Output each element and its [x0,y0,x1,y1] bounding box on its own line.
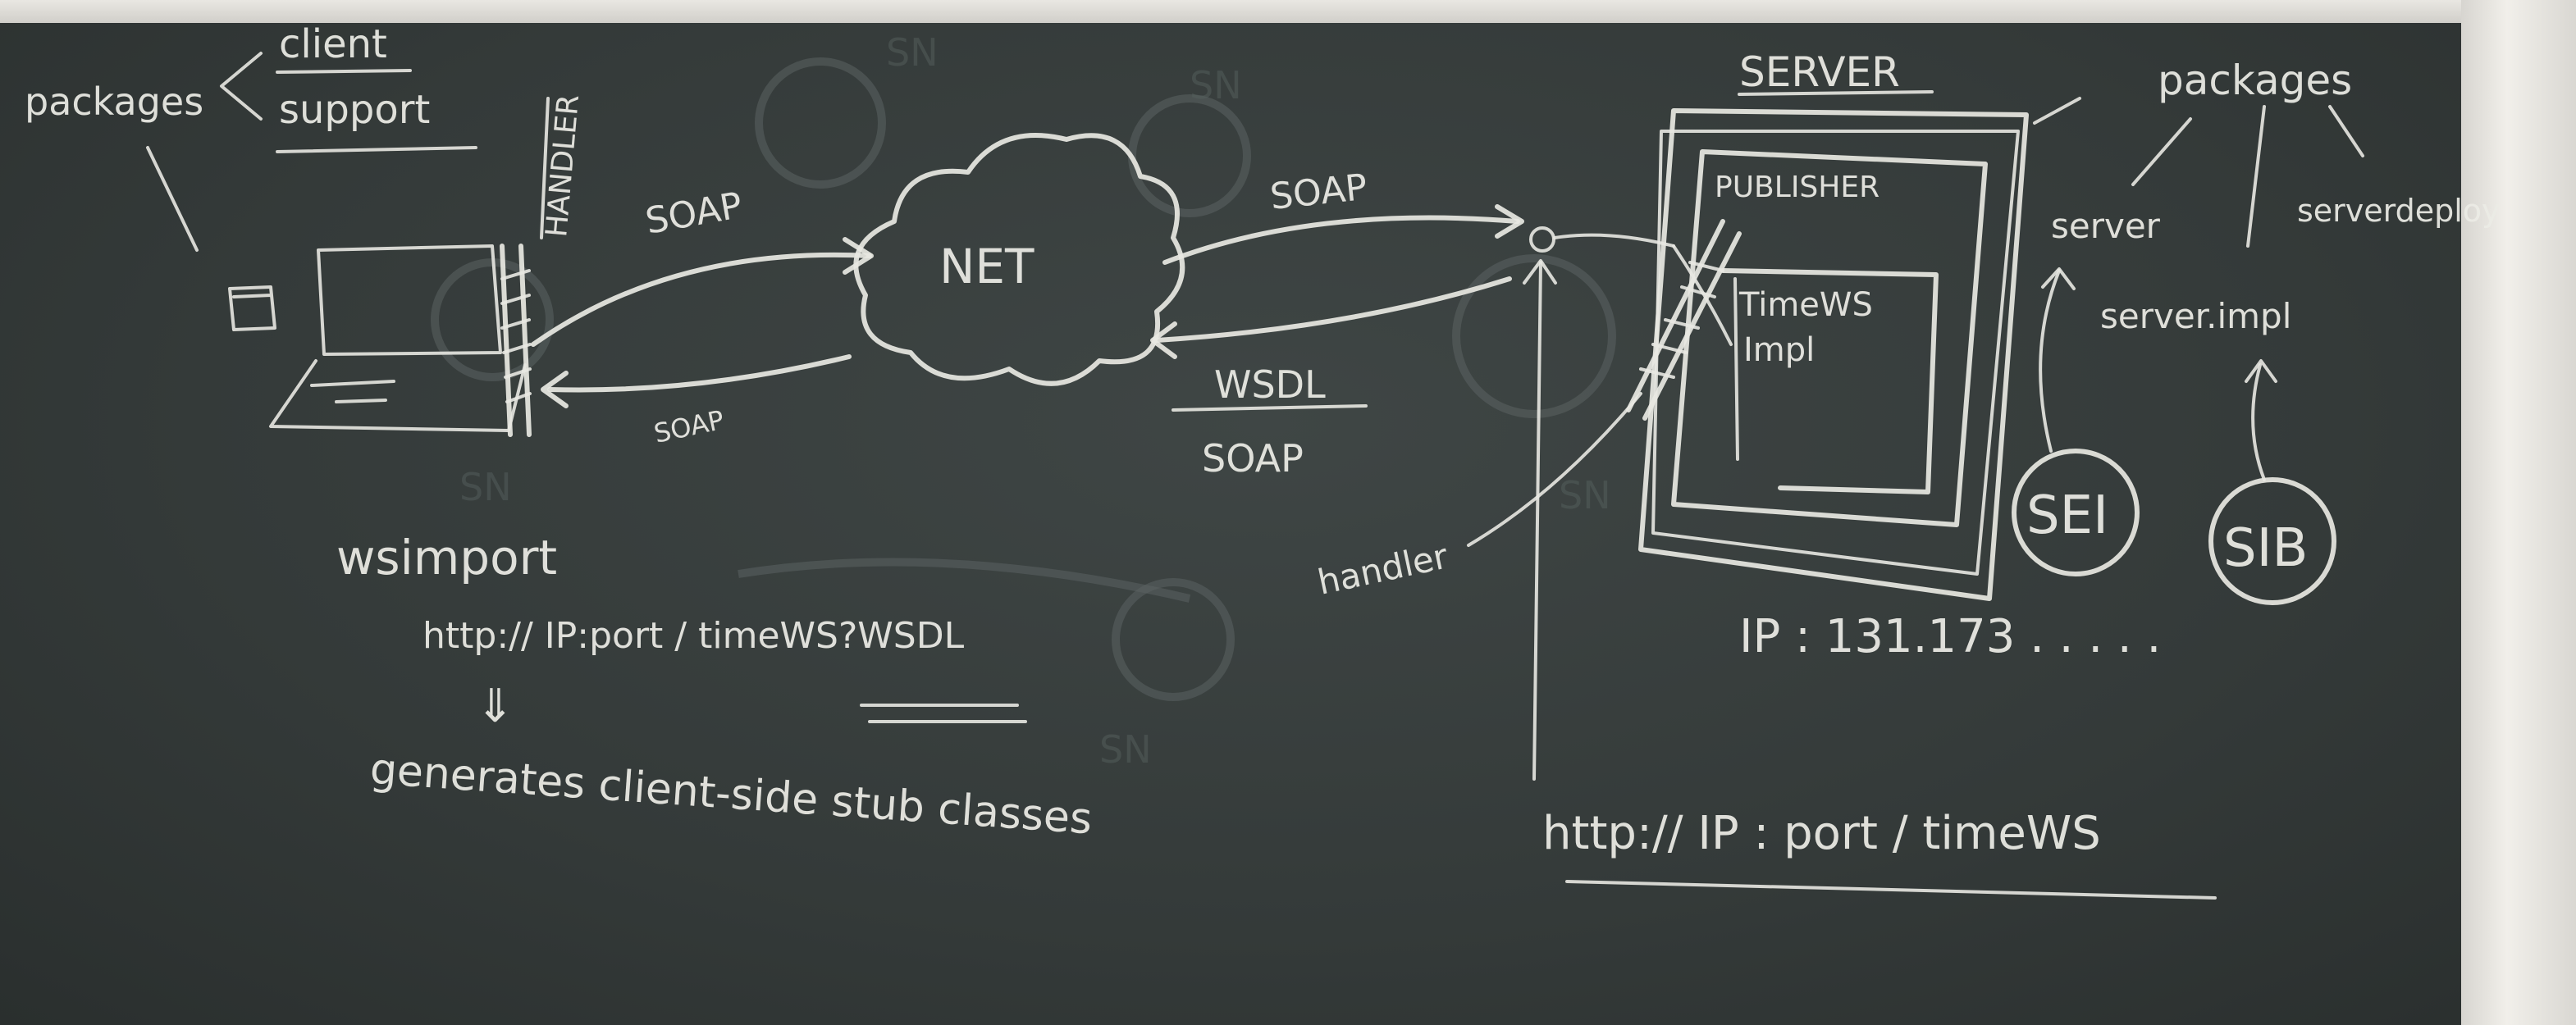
server: SERVER PUBLISHER TimeWS Impl [1626,48,2081,601]
wsimport-label: wsimport [336,530,557,585]
handler-pointer [1467,392,1642,547]
soap-response-arrow [547,354,852,393]
server-url: http:// IP : port / timeWS [1542,807,2101,860]
client-package-support: support [279,87,430,133]
sib-arrow [2251,363,2266,481]
server-handler-link [1672,244,1733,346]
impl-label-line2: Impl [1743,331,1815,369]
server-title-underline [1738,90,1934,96]
soap-bottom-right: SOAP [1202,436,1304,481]
wsdl-label: WSDL [1214,362,1326,407]
sei-arrowhead [2041,267,2076,290]
board-frame-right [2461,0,2576,1025]
soap-top-right: SOAP [1268,166,1369,218]
server-title: SERVER [1739,48,1900,96]
ghost-text-5: SN [1559,473,1611,517]
server-packages-pointer [2033,97,2081,125]
client-packages: packages client support [25,21,477,252]
laptop-screen [317,244,502,356]
endpoint-node [1529,226,1555,253]
wsdl-return-arrow [1154,276,1512,343]
down-arrow: ⇓ [476,680,514,733]
sei-arrow [2039,269,2061,453]
impl-label-line1: TimeWS [1738,286,1873,324]
soap-top-left: SOAP [642,184,745,243]
client-handler: HANDLER [500,93,586,437]
wsdl-fraction-line [1172,404,1368,412]
server-packages-label: packages [2158,57,2352,104]
sei-sib: SEI SIB [2012,267,2336,605]
url-vertical-arrow [1532,261,1542,781]
wsimport-group: wsimport http:// IP:port / timeWS?WSDL ⇓… [336,530,1094,844]
soap-response-arrowhead [541,371,569,408]
document-icon [228,285,276,331]
support-underline [276,146,477,153]
client-underline [276,69,412,74]
publisher-label: PUBLISHER [1715,171,1879,204]
wsdl-underline [860,704,1027,723]
net-server-arrows: SOAP WSDL SOAP [1150,166,1675,481]
handler-line [540,97,550,239]
wsimport-url: http:// IP:port / timeWS?WSDL [422,615,965,657]
generates-text: generates client-side stub classes [368,745,1094,844]
sib-arrowhead [2245,359,2277,383]
board-frame-top [0,0,2576,25]
wsdl-return-arrowhead [1150,321,1177,359]
sei-circle [2012,449,2140,576]
handler-label: handler [1314,535,1452,602]
soap-request-arrow [531,252,872,347]
handler-hatching [500,269,532,403]
soap-to-server-arrow [1162,215,1520,265]
laptop-client [228,244,527,432]
sib-label: SIB [2223,518,2308,579]
laptop-base [269,359,527,432]
sib-circle [2208,477,2336,605]
sei-label: SEI [2026,485,2108,546]
server-package-serverdeploy: serverdeploy [2297,193,2501,229]
ghost-text-4: SN [1099,727,1152,772]
server-handler-hatching [1639,261,1724,379]
chalkboard [0,23,2531,1025]
impl-box-left [1733,277,1739,461]
laptop-keys [310,380,395,403]
soap-to-server-arrowhead [1495,204,1524,239]
server-packages-branches [2131,105,2364,248]
net-label: NET [939,239,1035,294]
server-ip: IP : 131.173 . . . . . [1739,610,2161,663]
server-package-impl: server.impl [2100,296,2291,336]
soap-bottom-left: SOAP [651,404,727,449]
client-packages-brace [220,52,263,121]
client-packages-pointer [146,146,199,252]
publisher-box [1671,149,1988,527]
client-packages-label: packages [25,80,203,124]
server-package-server: server [2051,206,2161,246]
cloud-outline [853,133,1185,386]
server-packages: packages server serverdeploy server.impl [2051,57,2501,336]
ghost-text-2: SN [1190,63,1242,107]
ghost-text-3: SN [459,465,512,509]
net-cloud: NET [853,133,1185,386]
url-vertical-arrowhead [1523,259,1557,285]
erased-ghost-marks: SN SN SN SN SN [431,30,1616,772]
ghost-text-1: SN [886,30,939,75]
server-url-underline [1565,880,2217,900]
client-net-arrows: SOAP SOAP [531,184,874,449]
endpoint-link [1553,233,1675,248]
impl-box [1720,268,1939,494]
client-package-client: client [279,21,387,67]
